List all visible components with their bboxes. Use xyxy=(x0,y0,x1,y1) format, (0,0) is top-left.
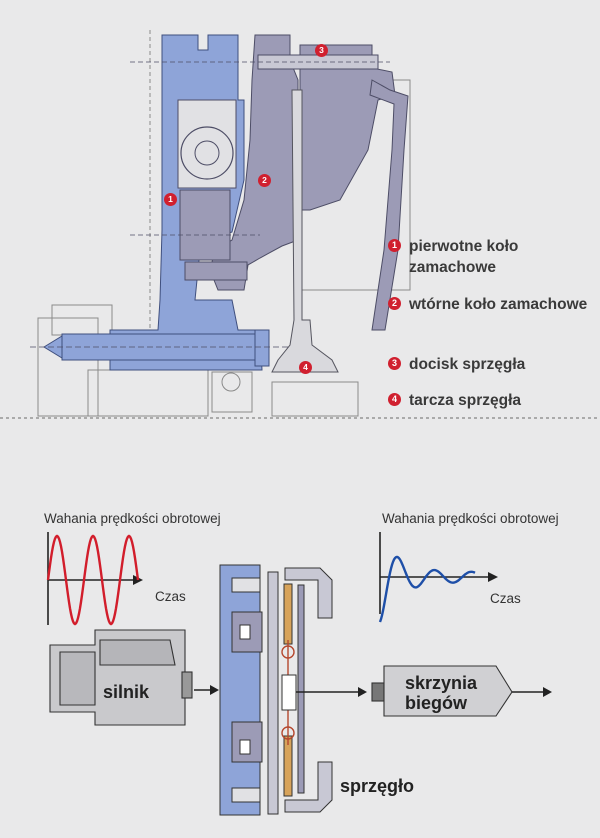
legend-item-primary-flywheel: 1 pierwotne koło zamachowe xyxy=(388,236,594,278)
legend-label-2: wtórne koło zamachowe xyxy=(409,296,588,313)
secondary-flywheel xyxy=(209,34,299,291)
bearing-inner xyxy=(194,140,220,166)
legend-item-pressure-plate: 3 docisk sprzęgła xyxy=(388,354,594,375)
bearing-circle xyxy=(180,126,234,180)
left-graph-title: Wahania prędkości obrotowej xyxy=(44,511,221,526)
clutch-disc xyxy=(271,89,339,373)
right-wave-line xyxy=(378,555,476,623)
legend-num-2: 2 xyxy=(388,297,401,310)
gearbox-block xyxy=(371,665,513,717)
marker-4: 4 xyxy=(299,361,312,374)
marker-3: 3 xyxy=(315,44,328,57)
marker-1: 1 xyxy=(164,193,177,206)
legend-item-secondary-flywheel: 2 wtórne koło zamachowe xyxy=(388,294,594,315)
gearbox-label-line2: biegów xyxy=(405,693,467,713)
right-graph-axis-label: Czas xyxy=(490,591,521,606)
bolt-head xyxy=(254,329,270,367)
legend-num-4: 4 xyxy=(388,393,401,406)
right-vibration-graph xyxy=(378,532,498,623)
clutch-label: sprzęgło xyxy=(340,776,415,796)
legend-num-1: 1 xyxy=(388,239,401,252)
left-wave-line xyxy=(46,534,140,626)
engine-label: silnik xyxy=(103,682,150,702)
damper-spring xyxy=(179,189,231,261)
diaphragm-spring xyxy=(369,79,409,331)
dual-mass-flywheel xyxy=(219,564,279,816)
legend-label-4: tarcza sprzęgła xyxy=(409,392,521,409)
hub-flange xyxy=(184,261,248,281)
right-graph-title: Wahania prędkości obrotowej xyxy=(382,511,559,526)
marker-2: 2 xyxy=(258,174,271,187)
left-graph-axis-label: Czas xyxy=(155,589,186,604)
legend-label-3: docisk sprzęgła xyxy=(409,356,526,373)
legend-num-3: 3 xyxy=(388,357,401,370)
gearbox-label-line1: skrzynia xyxy=(405,673,478,693)
legend-label-1: pierwotne koło zamachowe xyxy=(409,238,519,276)
legend-item-clutch-disc: 4 tarcza sprzęgła xyxy=(388,390,594,411)
left-vibration-graph xyxy=(46,532,143,626)
clutch-assembly xyxy=(281,567,333,813)
engine-block xyxy=(49,629,193,726)
